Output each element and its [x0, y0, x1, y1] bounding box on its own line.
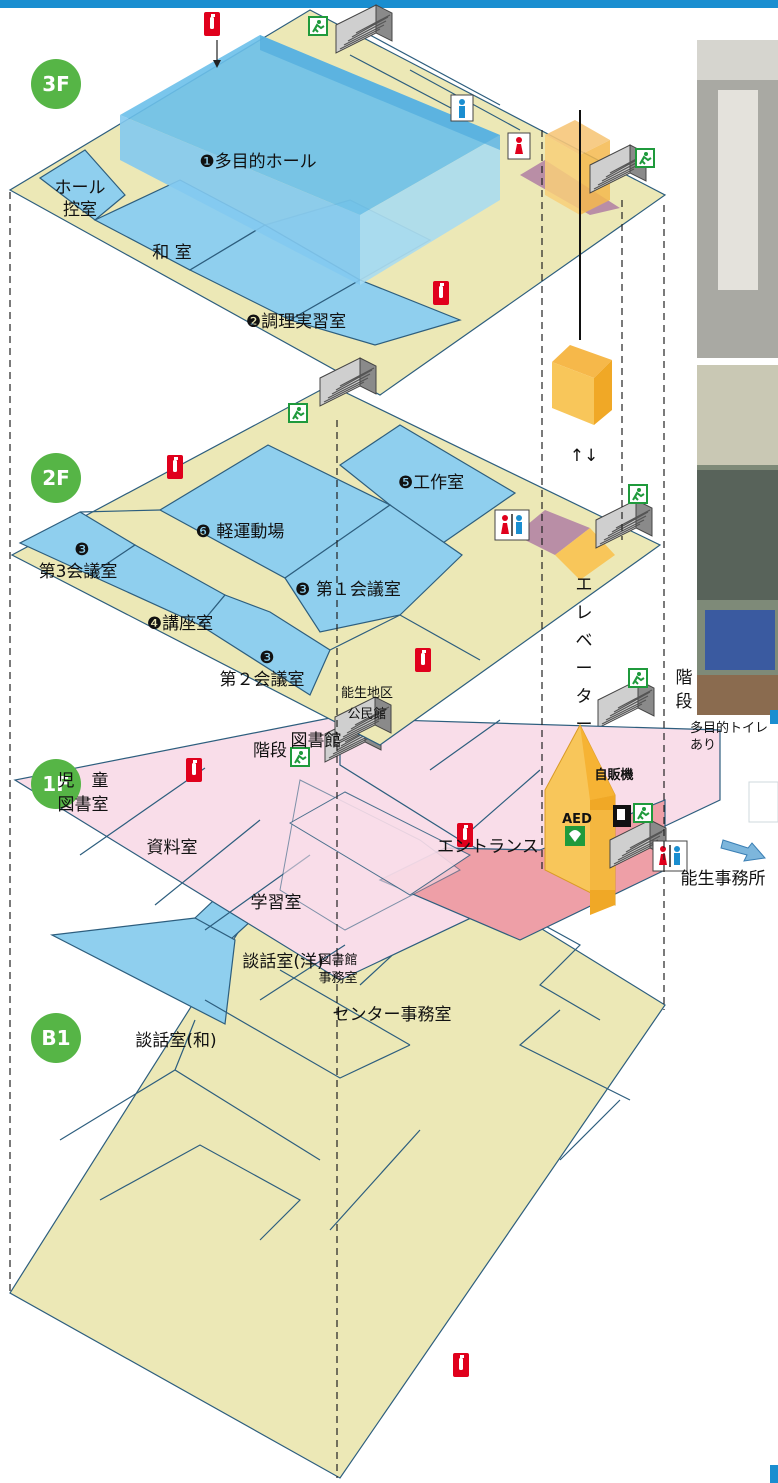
- room-entrance: エントランス: [437, 837, 539, 857]
- elevator-char-1: エ: [576, 575, 593, 595]
- room-washitsu: 和 室: [152, 243, 191, 263]
- floor-2f: [10, 384, 662, 746]
- elevator-char-2: レ: [576, 603, 593, 623]
- fire-extinguisher-icon: [204, 12, 220, 36]
- kominkan-line2: 公民館: [347, 707, 386, 722]
- toilet-icon: [652, 840, 688, 872]
- svg-text:B1: B1: [41, 1026, 70, 1050]
- stairs-label-1f-line1: 階: [676, 668, 693, 688]
- room-materials: 資料室: [147, 838, 198, 858]
- fire-extinguisher-icon: [415, 648, 431, 672]
- room-exercise: ❻ 軽運動場: [196, 522, 285, 542]
- male-toilet-icon: [450, 94, 474, 122]
- stairs-label-1f-line2: 段: [676, 692, 693, 712]
- toilet-note-line2: あり: [690, 738, 716, 753]
- room-conf3-number: ❸: [74, 540, 89, 560]
- emergency-exit-icon: [632, 802, 654, 824]
- female-toilet-icon: [507, 132, 531, 160]
- badge-2f: 2F: [31, 453, 81, 503]
- elevator-cab: [552, 345, 612, 425]
- badge-b1: B1: [31, 1013, 81, 1063]
- toilet-icon: [494, 509, 530, 541]
- hall-box: [120, 35, 500, 285]
- emergency-exit-icon: [634, 147, 656, 169]
- room-center-office: センター事務室: [333, 1005, 452, 1025]
- aed-label: AED: [562, 812, 592, 827]
- room-cooking: ❷調理実習室: [246, 312, 346, 332]
- svg-text:1F: 1F: [42, 772, 70, 796]
- room-lecture: ❹講座室: [147, 614, 213, 634]
- elevator-char-3: ベ: [576, 631, 593, 651]
- fire-extinguisher-icon: [433, 281, 449, 305]
- fire-extinguisher-icon: [186, 758, 202, 782]
- toilet-note-line1: 多目的トイレ: [690, 720, 768, 736]
- elevator-shaft: [544, 723, 616, 915]
- elevator-char-6: ー: [576, 715, 593, 735]
- room-conf3: 第3会議室: [39, 562, 118, 582]
- emergency-exit-icon: [627, 667, 649, 689]
- room-conf2-number: ❸: [259, 648, 274, 668]
- room-hall-waiting-line1: ホール: [55, 178, 106, 198]
- vertical-guides: [9, 130, 665, 1478]
- fire-extinguisher-icon: [167, 455, 183, 479]
- svg-text:3F: 3F: [42, 72, 70, 96]
- vending-label: 自販機: [594, 767, 633, 783]
- lib-office-line2: 事務室: [318, 970, 357, 986]
- badge-1f: 1F: [31, 759, 81, 809]
- floor-3f: [8, 4, 667, 407]
- badge-3f: 3F: [31, 59, 81, 109]
- room-library: 図書館: [291, 731, 342, 751]
- room-hall: ❶多目的ホール: [199, 152, 316, 172]
- floor-1f: [13, 713, 766, 1001]
- room-kids-line2: 図書室: [58, 795, 109, 815]
- room-hall-waiting-line2: 控室: [63, 200, 97, 220]
- elevator-char-5: タ: [576, 687, 593, 707]
- emergency-exit-icon: [627, 483, 649, 505]
- lib-office-line1: 図書館: [318, 953, 357, 968]
- room-workshop: ❺工作室: [398, 473, 464, 493]
- room-study: 学習室: [251, 893, 302, 913]
- top-bar: [0, 0, 778, 8]
- svg-text:2F: 2F: [42, 466, 70, 490]
- office-direction-label: 能生事務所: [681, 869, 766, 889]
- room-conf1: ❸ 第１会議室: [295, 580, 401, 600]
- emergency-exit-icon: [307, 15, 329, 37]
- emergency-exit-icon: [287, 402, 309, 424]
- arrow-icon: [720, 839, 766, 862]
- fire-extinguisher-icon: [453, 1353, 469, 1377]
- vending-icon: [613, 805, 631, 827]
- room-talk-japanese: 談話室(和): [135, 1031, 216, 1051]
- stairs-label-2f: 階段: [253, 741, 287, 761]
- kominkan-line1: 能生地区: [341, 686, 393, 701]
- aed-icon: [565, 826, 585, 846]
- room-talk-western: 談話室(洋): [242, 952, 323, 972]
- room-conf2: 第２会議室: [220, 670, 305, 690]
- elevator-arrows: ↑↓: [570, 446, 599, 466]
- elevator-char-4: ー: [576, 659, 593, 679]
- room-kids-line1: 児 童: [58, 771, 109, 791]
